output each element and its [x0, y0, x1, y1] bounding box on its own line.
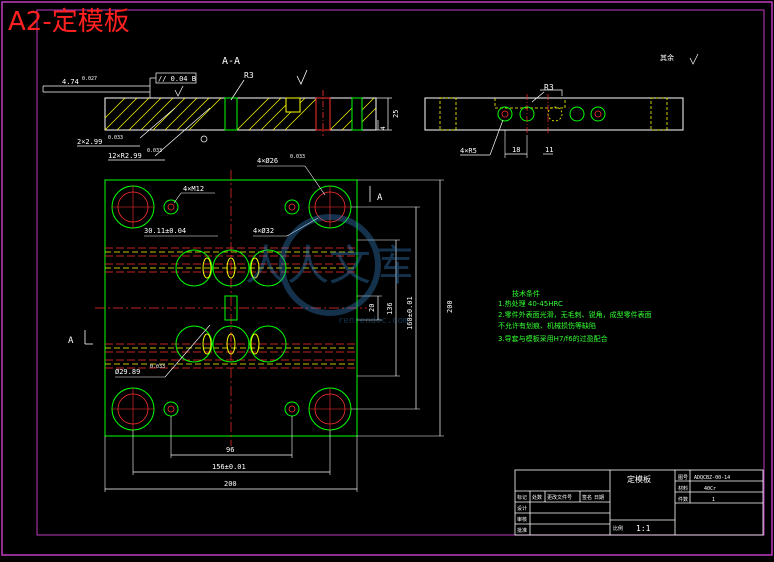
cavity-rings	[175, 249, 287, 363]
title-scale-value: 1:1	[636, 524, 651, 533]
dim-center: 30.11±0.04	[144, 227, 186, 235]
section-pocket-left	[224, 97, 238, 131]
title-code-value: ADQCBZ-00-14	[694, 475, 730, 481]
section-body	[104, 97, 377, 131]
section-hatch	[104, 97, 377, 131]
dim-200: 200	[224, 480, 237, 488]
notes-line-2: 2.零件外表面光滑，无毛刺、锐角，成型零件表面	[498, 310, 652, 319]
dim-slots: 12×R2.99	[108, 152, 142, 160]
section-view-a-a: A-A 4.74 0.027 // 0.04 B R	[42, 56, 400, 161]
title-block	[514, 469, 764, 536]
section-pocket-mid	[285, 97, 301, 113]
dim-holes: 2×2.99	[77, 138, 102, 146]
parallelism-label: // 0.04 B	[158, 75, 196, 83]
title-designer: 设计	[517, 505, 527, 512]
dim-cavity: Ø29.89	[115, 368, 140, 376]
title-row-sign: 签名	[582, 494, 592, 501]
side-dim-pitch: 18	[512, 146, 520, 154]
section-mark-top: A	[377, 193, 383, 203]
dim-guide: 4×Ø32	[253, 227, 274, 235]
watermark: 人人文库 renrendoc.com	[245, 214, 413, 326]
dim-156: 156±0.01	[212, 463, 246, 471]
notes-line-3: 不允许有划痕、机械损伤等缺陷	[498, 321, 596, 330]
guide-bores	[111, 185, 352, 431]
title-material-label: 材料	[678, 485, 688, 492]
side-body	[424, 97, 684, 131]
dim-thickness: 25	[392, 110, 400, 118]
dim-slots-tol: 0.033	[147, 148, 162, 154]
watermark-text: 人人文库	[245, 241, 413, 290]
section-mark-side: A	[68, 336, 74, 346]
title-checker: 审核	[517, 516, 527, 523]
section-pocket-right	[351, 97, 363, 131]
side-view: R3 4×R5 18 11 其余	[424, 53, 699, 158]
watermark-sub: renrendoc.com	[338, 316, 408, 326]
side-dim-r3: R3	[544, 83, 554, 92]
side-dim-r5: 4×R5	[460, 147, 477, 155]
title-code-label: 图号	[678, 475, 688, 481]
dim-m12: 4×M12	[183, 185, 204, 193]
title-material-value: 40Cr	[704, 486, 716, 492]
sheet-title: A2-定模板	[8, 7, 130, 37]
title-part-name: 定模板	[627, 474, 651, 484]
title-scale-label: 比例	[613, 525, 623, 532]
sheet-inner-border	[36, 9, 765, 536]
section-label: A-A	[222, 56, 240, 67]
title-row-change: 更改文件号	[547, 494, 572, 501]
technical-notes: 技术条件 1.热处理 40-45HRC 2.零件外表面光滑，无毛刺、锐角，成型零…	[498, 289, 652, 343]
notes-line-4: 3.导套与模板采用H7/f6的过盈配合	[498, 334, 608, 343]
plan-view: 4×M12 4×Ø26 0.033 4×Ø32 30.11±0.04 Ø29.8…	[68, 154, 454, 492]
dim-holes-tol: 0.033	[108, 135, 123, 141]
dim-96: 96	[226, 446, 234, 454]
notes-line-1: 1.热处理 40-45HRC	[498, 299, 563, 308]
title-qty-value: 1	[712, 497, 715, 503]
title-qty-label: 件数	[678, 496, 688, 503]
dim-step: 4	[380, 126, 387, 130]
title-row-date: 日期	[594, 495, 604, 501]
dim-big-bore: 4×Ø26	[257, 157, 278, 165]
dim-v160: 160±0.01	[406, 296, 414, 330]
dim-cavity-tol: 0.033	[150, 364, 165, 370]
cooling-channels	[105, 247, 357, 369]
dim-v136: 136	[386, 302, 394, 315]
dim-r3: R3	[244, 71, 254, 80]
dim-top-width: 4.74	[62, 78, 79, 86]
dim-big-bore-tol: 0.033	[290, 154, 305, 160]
title-row-count: 处数	[532, 494, 542, 501]
title-row-mark: 标记	[517, 494, 527, 501]
side-dim-width: 11	[545, 146, 553, 154]
notes-heading: 技术条件	[512, 289, 540, 298]
roughness-note: 其余	[660, 53, 674, 62]
dim-v200: 200	[446, 300, 454, 313]
title-approver: 批准	[517, 527, 527, 534]
dim-v20: 20	[368, 304, 376, 312]
dim-top-tol: 0.027	[82, 76, 97, 82]
